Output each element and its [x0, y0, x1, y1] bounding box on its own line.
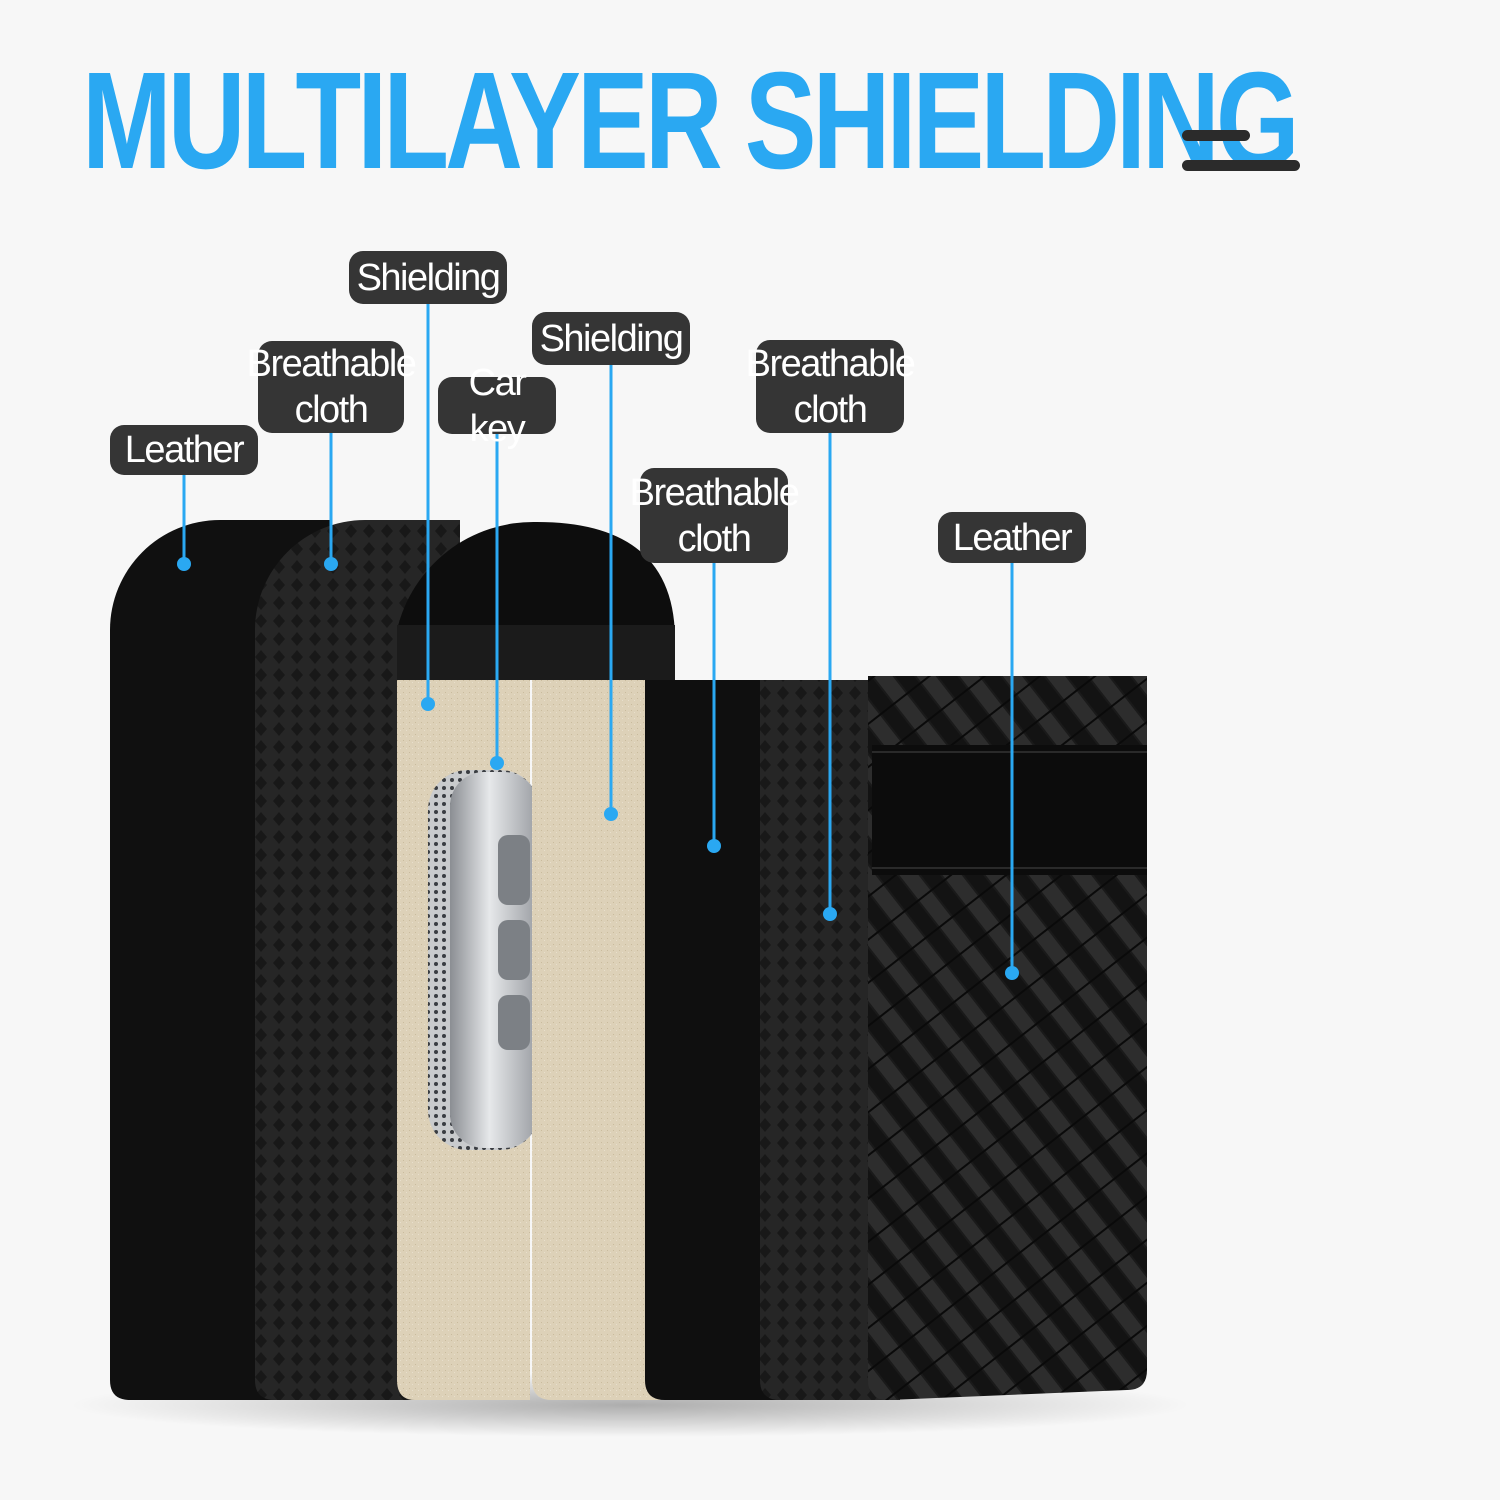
page-title: MULTILAYER SHIELDING [82, 44, 1300, 198]
layer-breathable-cloth-middle [645, 680, 790, 1400]
label-breathable-cloth-back: Breathable cloth [246, 341, 417, 433]
label-leather-back: Leather [110, 425, 258, 475]
marker-dot [823, 907, 837, 921]
label-shielding-back: Shielding [349, 251, 507, 304]
car-key-icon [428, 770, 540, 1150]
marker-dot [421, 697, 435, 711]
layer-shielding-back-band [397, 625, 675, 680]
decorative-line-short [1182, 130, 1250, 141]
label-breathable-cloth-middle: Breathable cloth [630, 468, 800, 563]
marker-dot [1005, 966, 1019, 980]
layer-breathable-cloth-front [760, 680, 900, 1400]
marker-dot [324, 557, 338, 571]
velcro-strap [872, 745, 1147, 875]
decorative-line-long [1182, 160, 1300, 171]
marker-dot [604, 807, 618, 821]
layer-shielding-front [532, 680, 660, 1400]
label-car-key: Car key [438, 362, 556, 450]
label-shielding-front: Shielding [532, 312, 690, 365]
marker-dot [707, 839, 721, 853]
label-leather-front: Leather [938, 512, 1086, 563]
marker-dot [490, 756, 504, 770]
label-breathable-cloth-front: Breathable cloth [746, 340, 916, 433]
marker-dot [177, 557, 191, 571]
